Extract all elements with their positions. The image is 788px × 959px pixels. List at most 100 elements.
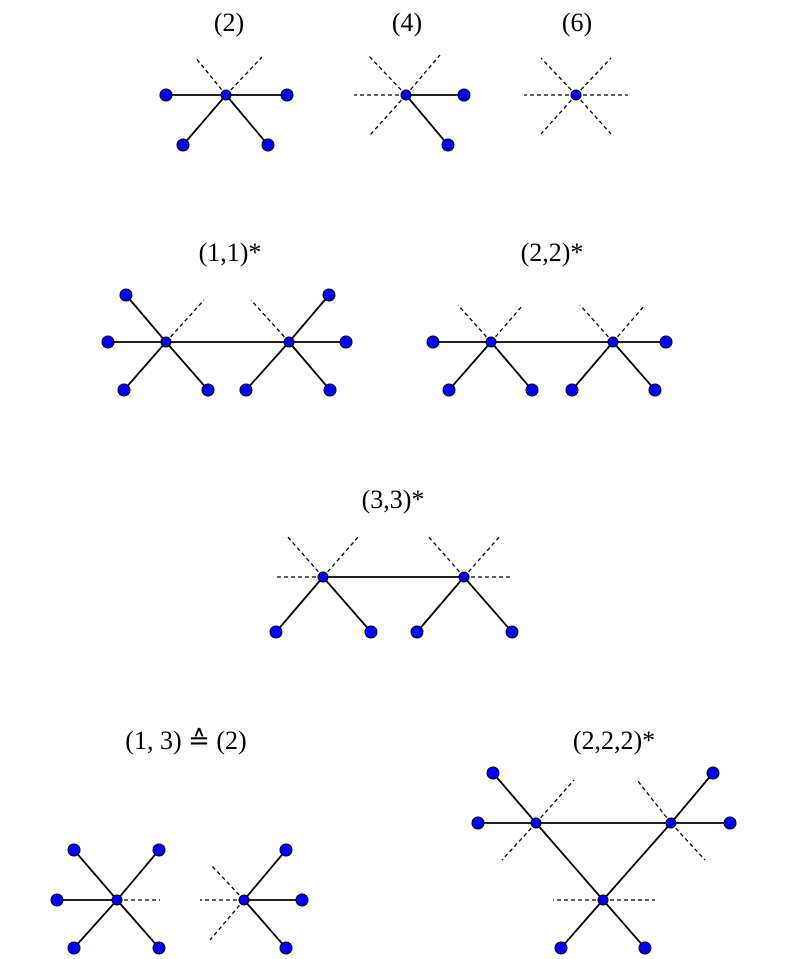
dashed-line xyxy=(540,94,577,135)
external-node xyxy=(638,941,652,955)
dashed-line xyxy=(225,56,263,96)
external-node xyxy=(505,625,519,639)
vertex-node xyxy=(317,571,329,583)
external-node xyxy=(279,843,293,857)
diagram-6 xyxy=(524,57,628,135)
dashed-line xyxy=(535,779,575,824)
label-2-2: (2,2)* xyxy=(520,238,584,267)
edge xyxy=(125,294,167,343)
diagram-1-1 xyxy=(101,288,353,397)
internal-edge xyxy=(602,822,672,901)
external-node xyxy=(426,335,440,349)
external-node xyxy=(152,941,166,955)
dashed-line xyxy=(285,534,324,578)
edge xyxy=(245,341,290,391)
dashed-line xyxy=(194,56,227,96)
dashed-line xyxy=(367,54,407,96)
diagram-2 xyxy=(159,56,294,152)
vertex-node xyxy=(607,336,619,348)
external-node xyxy=(279,941,293,955)
external-node xyxy=(659,335,673,349)
edge xyxy=(73,849,118,901)
vertex-node xyxy=(160,336,172,348)
external-node xyxy=(410,625,424,639)
external-node xyxy=(322,288,336,302)
external-node xyxy=(364,625,378,639)
dashed-line xyxy=(612,304,646,343)
external-node xyxy=(101,335,115,349)
dashed-line xyxy=(457,304,492,343)
edge xyxy=(165,341,209,391)
label-2-2-2: (2,2,2)* xyxy=(572,726,656,755)
external-node xyxy=(486,766,500,780)
external-node xyxy=(261,138,275,152)
diagram-4 xyxy=(354,54,471,152)
edge xyxy=(602,899,646,949)
edge xyxy=(490,341,533,391)
external-node xyxy=(295,893,309,907)
edge xyxy=(492,772,537,824)
external-node xyxy=(67,843,81,857)
edge xyxy=(322,576,372,633)
external-node xyxy=(201,383,215,397)
external-node xyxy=(525,383,539,397)
dashed-line xyxy=(209,899,245,941)
vertex-node xyxy=(458,571,470,583)
external-node xyxy=(323,383,337,397)
external-node xyxy=(280,88,294,102)
edge xyxy=(612,341,656,391)
external-node xyxy=(471,816,485,830)
edge xyxy=(571,341,614,391)
edge xyxy=(243,899,287,949)
external-node xyxy=(706,766,720,780)
label-1-1: (1,1)* xyxy=(198,238,262,267)
edge xyxy=(288,341,331,391)
dashed-line xyxy=(501,822,537,861)
edge xyxy=(275,576,324,633)
dashed-line xyxy=(575,57,612,96)
label-4: (4) xyxy=(391,8,423,37)
label-2: (2) xyxy=(213,8,245,37)
dashed-line xyxy=(670,822,706,861)
dashed-line xyxy=(463,534,502,578)
diagram-3-3 xyxy=(269,534,519,639)
external-node xyxy=(50,893,64,907)
diagram-2-2 xyxy=(426,304,673,397)
edge xyxy=(116,899,160,949)
vertex-node xyxy=(238,894,250,906)
edge xyxy=(73,899,118,949)
vertex-node xyxy=(400,89,412,101)
edge xyxy=(243,849,287,901)
edge xyxy=(560,899,604,949)
external-node xyxy=(152,843,166,857)
dashed-line xyxy=(322,534,361,578)
edge xyxy=(123,341,167,391)
dashed-line xyxy=(250,299,290,343)
edge xyxy=(288,294,330,343)
dashed-line xyxy=(575,94,612,135)
vertex-node xyxy=(597,894,609,906)
external-node xyxy=(117,383,131,397)
dashed-line xyxy=(490,304,524,343)
dashed-line xyxy=(540,57,577,96)
dashed-line xyxy=(579,304,614,343)
external-node xyxy=(339,335,353,349)
vertex-node xyxy=(220,89,232,101)
external-node xyxy=(565,383,579,397)
external-node xyxy=(554,941,568,955)
vertex-node xyxy=(283,336,295,348)
dashed-line xyxy=(405,54,441,96)
edge xyxy=(448,341,492,391)
dashed-line xyxy=(426,534,465,578)
vertex-node xyxy=(485,336,497,348)
edge xyxy=(225,94,269,146)
dashed-line xyxy=(369,94,407,136)
label-1-3: (1, 3) ≙ (2) xyxy=(125,726,247,755)
dashed-line xyxy=(165,299,205,343)
external-node xyxy=(442,383,456,397)
vertex-node xyxy=(530,817,542,829)
edge xyxy=(463,576,513,633)
edge xyxy=(416,576,465,633)
edge xyxy=(670,772,714,824)
